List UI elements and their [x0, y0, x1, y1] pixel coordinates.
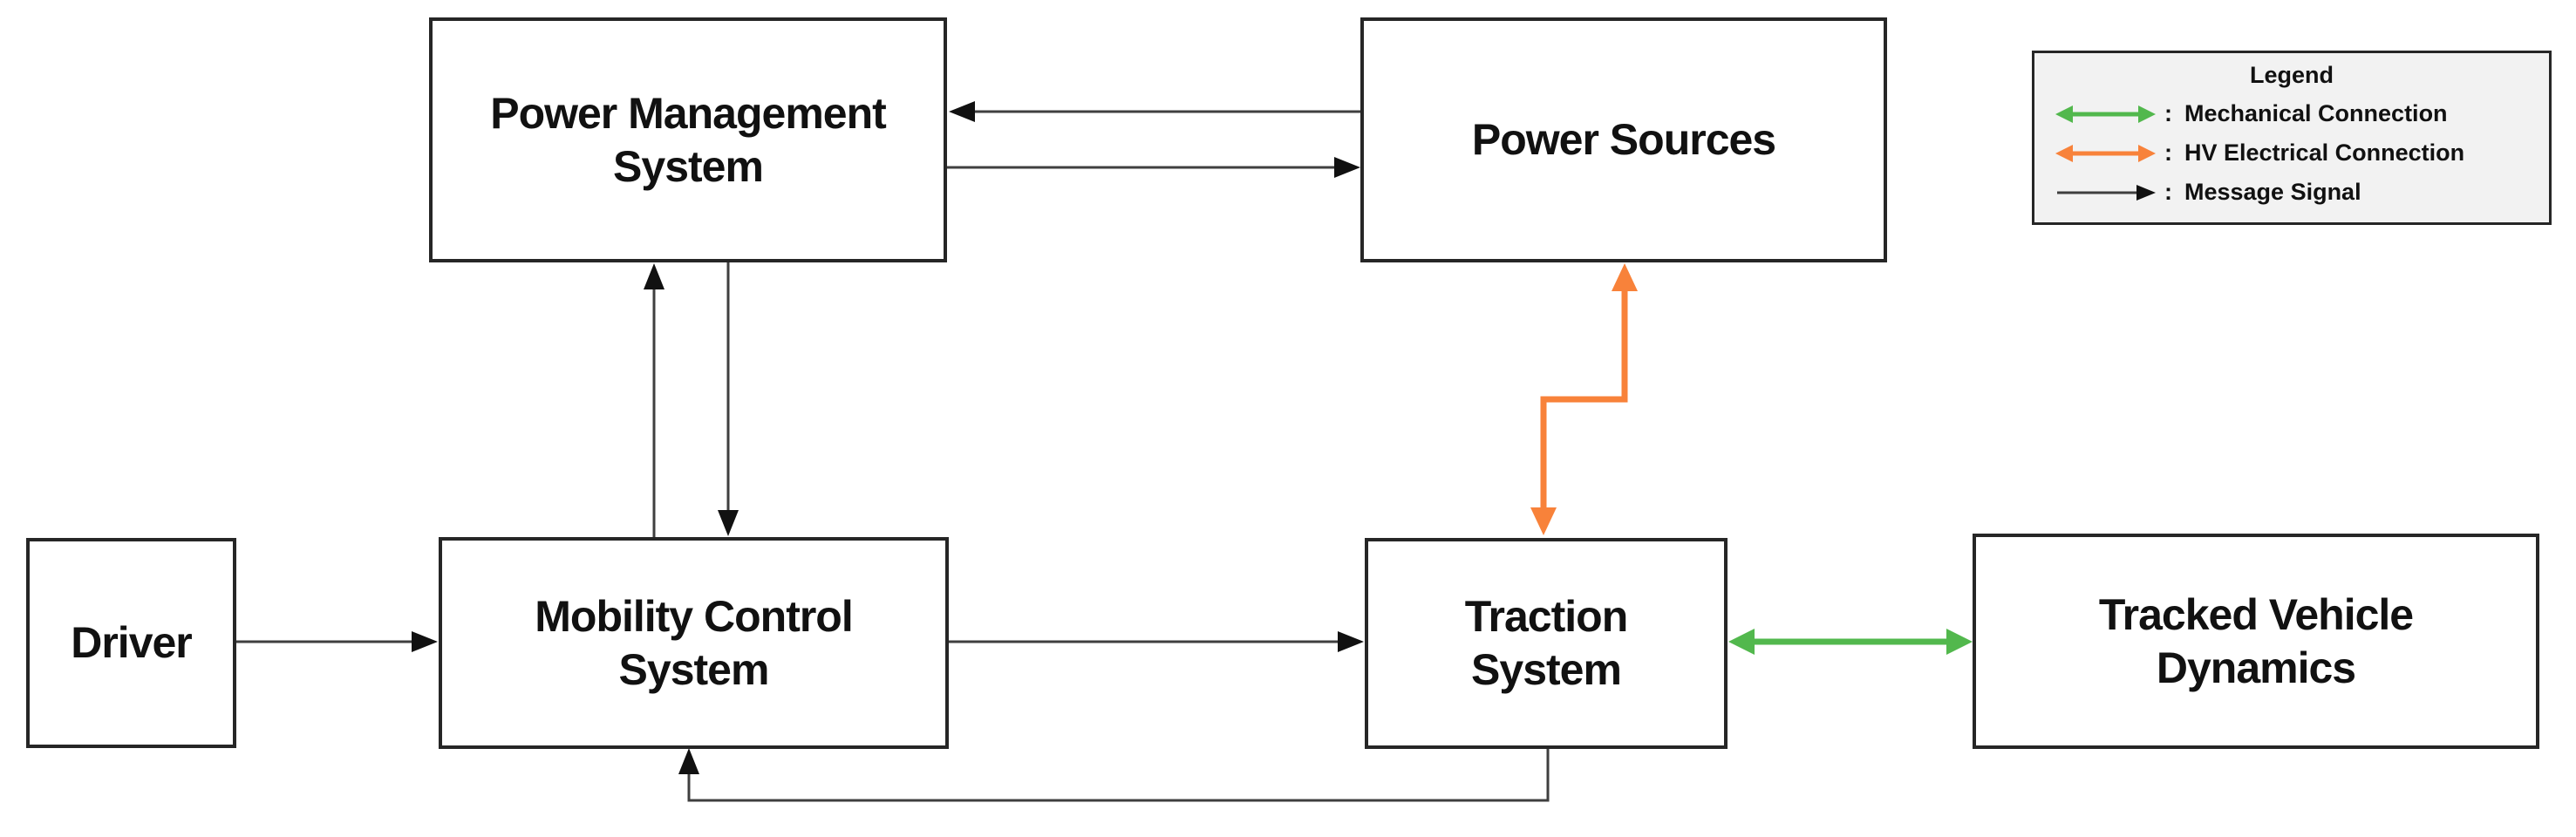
legend-separator: : — [2164, 100, 2172, 126]
hv-electrical-double-arrow-icon — [2055, 144, 2156, 162]
block-traction-system: Traction System — [1365, 538, 1728, 749]
legend-label: Message Signal — [2184, 179, 2361, 205]
block-power-management-system: Power Management System — [429, 17, 947, 262]
block-mobility-control-system: Mobility Control System — [439, 537, 949, 749]
message-signal-arrow-icon — [2057, 184, 2156, 201]
block-label: Driver — [71, 618, 193, 667]
block-label: Power Sources — [1471, 115, 1776, 164]
legend-label: Mechanical Connection — [2184, 100, 2448, 126]
mechanical-double-arrow-icon — [2055, 105, 2156, 123]
connection-traction-tvd-mechanical — [1728, 629, 1973, 655]
legend-item-mechanical: : Mechanical Connection — [2034, 94, 2549, 133]
legend-item-hv-electrical: : HV Electrical Connection — [2034, 133, 2549, 173]
block-power-sources: Power Sources — [1360, 17, 1887, 262]
connection-traction-to-mcs-feedback — [678, 748, 1550, 802]
legend: Legend : Mechanical Connection : HV Elec… — [2032, 51, 2552, 225]
block-label: Mobility Control System — [535, 591, 854, 694]
block-driver: Driver — [26, 538, 236, 748]
connection-mcs-to-pms — [644, 263, 664, 537]
block-label: Power Management System — [490, 88, 887, 191]
block-label: Traction System — [1464, 592, 1628, 694]
connection-power-sources-to-pms — [949, 101, 1360, 122]
connection-driver-to-mcs — [236, 631, 438, 652]
legend-title: Legend — [2249, 62, 2334, 88]
block-label: Tracked Vehicle Dynamics — [2098, 589, 2414, 692]
legend-label: HV Electrical Connection — [2184, 140, 2465, 166]
legend-separator: : — [2164, 140, 2172, 166]
legend-separator: : — [2164, 179, 2172, 205]
connection-pms-to-mcs — [718, 262, 739, 536]
connection-pms-to-power-sources — [947, 157, 1360, 178]
block-tracked-vehicle-dynamics: Tracked Vehicle Dynamics — [1973, 534, 2539, 749]
legend-item-message: : Message Signal — [2034, 173, 2549, 212]
connection-power-sources-traction-hv — [1530, 263, 1638, 535]
connection-mcs-to-traction — [949, 631, 1364, 652]
